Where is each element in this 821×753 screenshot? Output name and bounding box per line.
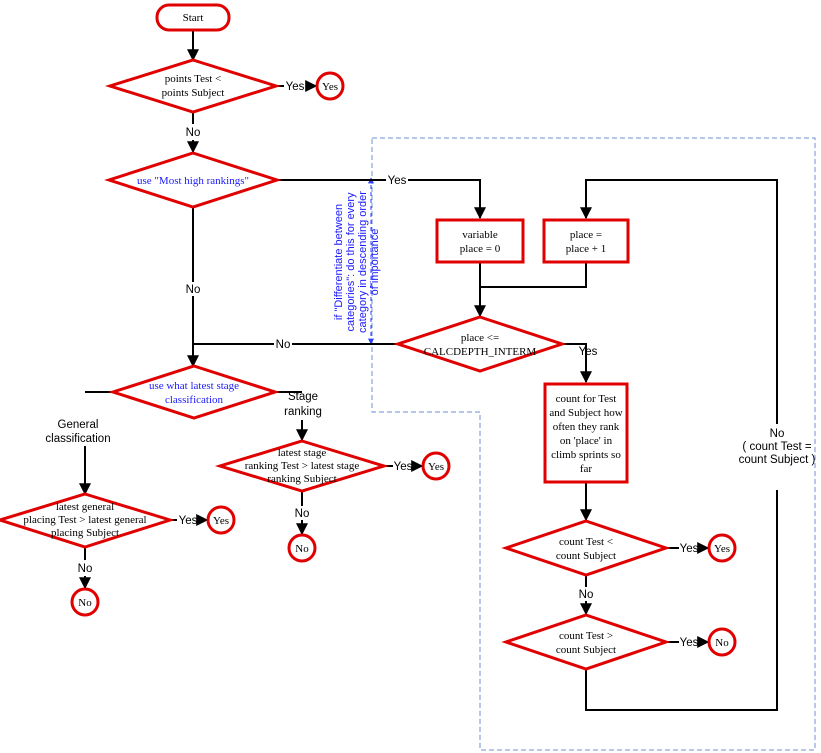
edge-p2-merge: [480, 262, 587, 288]
process-place-init: variable place = 0: [435, 218, 525, 264]
svg-text:count Subject: count Subject: [556, 644, 616, 656]
terminal-no-general: No: [70, 587, 100, 617]
svg-text:place + 1: place + 1: [566, 243, 606, 255]
svg-text:latest general: latest general: [56, 501, 114, 513]
decision-most-high-rankings: use "Most high rankings": [104, 151, 282, 209]
svg-text:often they rank: often they rank: [553, 421, 620, 433]
svg-text:use what latest stage: use what latest stage: [149, 380, 239, 392]
decision-general-placing: latest general placing Test > latest gen…: [0, 492, 176, 549]
svg-text:Yes: Yes: [428, 461, 444, 473]
svg-text:Yes: Yes: [714, 543, 730, 555]
decision-place-depth: place <= CALCDEPTH_INTERM: [393, 315, 567, 373]
edge-loop-back-top: [580, 179, 778, 424]
svg-text:ranking Test > latest stage: ranking Test > latest stage: [245, 460, 360, 472]
label-yes-d1: Yes: [286, 81, 305, 93]
decision-latest-stage: use what latest stage classification: [108, 364, 280, 420]
svg-text:No: No: [78, 597, 92, 609]
terminal-no-count: No: [707, 627, 737, 657]
terminal-no-stage: No: [287, 533, 317, 563]
decision-points: points Test < points Subject: [104, 58, 282, 114]
annotation-categories: if "Differentiate between categories": d…: [333, 191, 381, 333]
svg-text:latest stage: latest stage: [278, 447, 327, 459]
label-loop-no: No ( count Test = count Subject ): [739, 428, 816, 466]
svg-text:placing Subject: placing Subject: [51, 527, 119, 539]
terminal-yes-1: Yes: [315, 71, 345, 101]
svg-text:No: No: [295, 543, 309, 555]
svg-text:General: General: [58, 419, 99, 431]
label-no-d7: No: [579, 589, 594, 601]
svg-text:ranking: ranking: [284, 406, 322, 418]
svg-text:No: No: [715, 637, 729, 649]
label-no-d5: No: [295, 508, 310, 520]
svg-text:place =: place =: [570, 229, 602, 241]
label-stage-ranking: Stage ranking: [284, 391, 322, 418]
svg-text:Yes: Yes: [213, 515, 229, 527]
svg-text:ranking Subject: ranking Subject: [267, 473, 336, 485]
svg-text:CALCDEPTH_INTERM: CALCDEPTH_INTERM: [424, 346, 537, 358]
svg-text:classification: classification: [165, 394, 224, 406]
svg-text:Yes: Yes: [322, 81, 338, 93]
svg-text:placing Test > latest general: placing Test > latest general: [23, 514, 146, 526]
svg-text:classification: classification: [45, 433, 110, 445]
process-count-rank: count for Test and Subject how often the…: [543, 382, 629, 484]
svg-text:and Subject how: and Subject how: [549, 407, 622, 419]
svg-text:Stage: Stage: [288, 391, 318, 403]
label-yes-d4: Yes: [179, 515, 198, 527]
decision-stage-ranking: latest stage ranking Test > latest stage…: [214, 439, 390, 493]
svg-text:points Subject: points Subject: [162, 87, 225, 99]
edge-loop-back: [585, 490, 778, 711]
terminal-yes-stage: Yes: [421, 451, 451, 481]
svg-text:of importance: of importance: [369, 229, 381, 296]
svg-text:count Subject ): count Subject ): [739, 454, 816, 466]
terminal-yes-count: Yes: [707, 533, 737, 563]
svg-text:points Test <: points Test <: [165, 73, 222, 85]
svg-text:variable: variable: [462, 229, 498, 241]
label-yes-d5: Yes: [394, 461, 413, 473]
svg-text:Start: Start: [183, 12, 204, 24]
edge-d2-yes-p1: [408, 179, 486, 220]
label-yes-d2: Yes: [388, 175, 407, 187]
svg-text:( count Test =: ( count Test =: [742, 441, 811, 453]
svg-text:far: far: [580, 463, 593, 475]
label-general-classification: General classification: [45, 419, 110, 445]
terminal-yes-general: Yes: [206, 505, 236, 535]
label-yes-d6: Yes: [579, 346, 598, 358]
svg-text:count Test >: count Test >: [559, 630, 613, 642]
svg-text:count Test <: count Test <: [559, 536, 613, 548]
svg-text:categories": do this for every: categories": do this for every: [345, 192, 357, 332]
start-node: Start: [155, 3, 231, 32]
svg-text:use "Most high rankings": use "Most high rankings": [137, 175, 249, 187]
svg-text:count Subject: count Subject: [556, 550, 616, 562]
svg-text:if "Differentiate between: if "Differentiate between: [333, 204, 345, 320]
svg-text:No: No: [770, 428, 785, 440]
svg-text:category in descending order: category in descending order: [357, 191, 369, 333]
label-no-d6: No: [276, 339, 291, 351]
label-yes-d8: Yes: [680, 637, 699, 649]
process-place-increment: place = place + 1: [542, 218, 630, 264]
decision-count-greater: count Test > count Subject: [501, 613, 671, 671]
label-yes-d7: Yes: [680, 543, 699, 555]
label-no-d2: No: [186, 284, 201, 296]
edge-d6-yes: [562, 343, 592, 384]
svg-text:climb sprints so: climb sprints so: [551, 449, 621, 461]
svg-text:count for Test: count for Test: [556, 393, 617, 405]
decision-count-less: count Test < count Subject: [501, 519, 671, 577]
category-loop-region: [371, 137, 816, 751]
label-no-d1: No: [186, 127, 201, 139]
svg-text:place <=: place <=: [461, 332, 499, 344]
svg-text:on 'place' in: on 'place' in: [560, 435, 613, 447]
label-no-d4: No: [78, 563, 93, 575]
svg-text:place = 0: place = 0: [460, 243, 501, 255]
